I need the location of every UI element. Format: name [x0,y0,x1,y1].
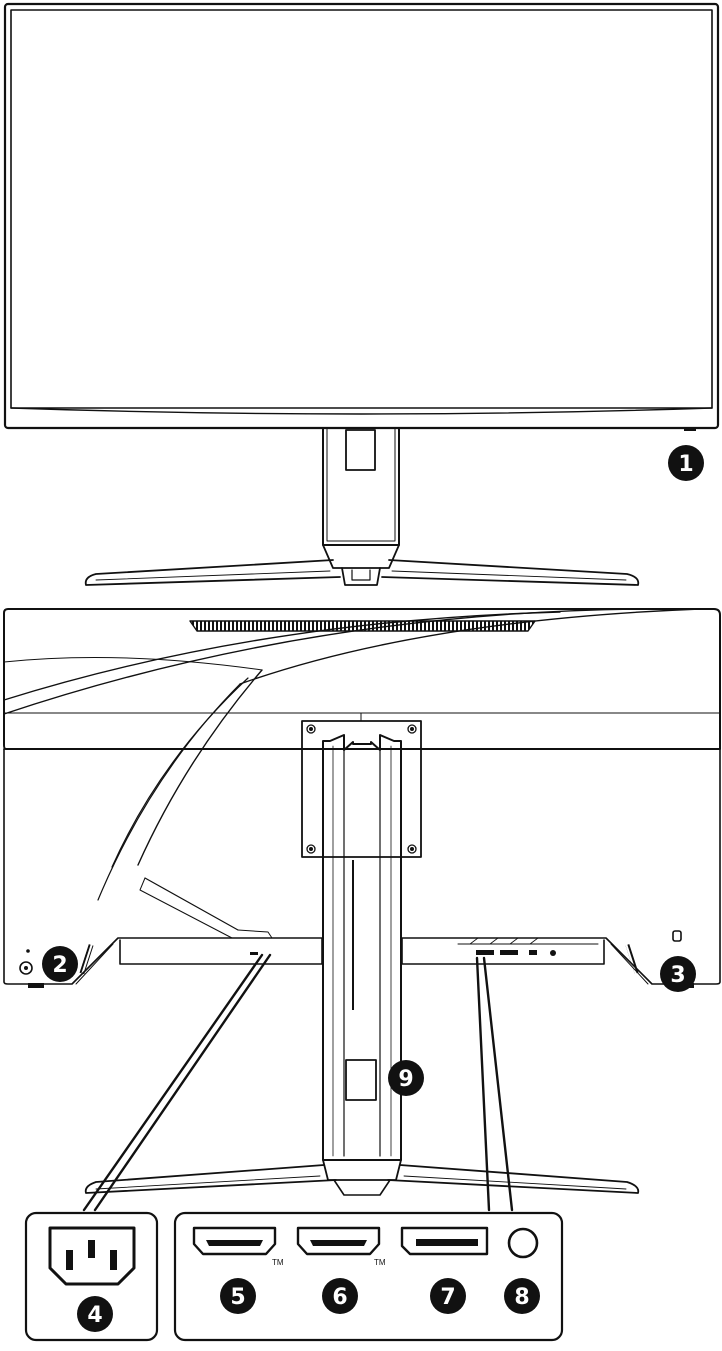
rear-view-monitor [3,608,721,1212]
callout-9: 9 [388,1060,424,1096]
callout-4-number: 4 [87,1303,102,1328]
kensington-lock-icon [672,930,682,942]
hdmi-1-trademark: TM [272,1258,284,1267]
front-screen [10,9,713,409]
connector-panel [24,1211,564,1342]
front-bezel [3,2,720,430]
callout-2-number: 2 [52,953,67,978]
ac-power-inlet-icon [48,1226,136,1286]
callout-3: 3 [660,956,696,992]
rear-stand-leg-left [84,1164,337,1194]
callout-4: 4 [77,1296,113,1332]
callout-3-number: 3 [670,963,685,988]
rear-stand-neck [322,734,402,1161]
callout-1: 1 [668,445,704,481]
front-power-button-icon [684,427,696,431]
left-rear-button-icon [19,949,33,975]
callout-9-number: 9 [398,1067,413,1092]
audio-jack-icon [507,1227,539,1259]
io-ports-box [173,1211,564,1342]
leader-io-ports [475,956,514,1212]
callout-1-number: 1 [678,452,693,477]
hdmi-port-icon [296,1226,381,1256]
bottom-chin [10,407,713,415]
callout-8: 8 [504,1278,540,1314]
displayport-icon [400,1226,489,1256]
callout-2: 2 [42,946,78,982]
front-stand-leg-right [381,559,640,586]
callout-5: 5 [220,1278,256,1314]
callout-7-number: 7 [440,1285,455,1310]
callout-7: 7 [430,1278,466,1314]
leader-power-jack [82,953,272,1212]
front-view-monitor [3,2,720,586]
hdmi-port-icon [192,1226,277,1256]
rear-stand-leg-right [387,1164,640,1194]
hdmi-2-trademark: TM [374,1258,386,1267]
callout-5-number: 5 [230,1285,245,1310]
front-stand-leg-left [84,559,341,586]
callout-6: 6 [322,1278,358,1314]
front-stand-neck [322,427,400,546]
callout-6-number: 6 [332,1285,347,1310]
power-jack-box [24,1211,159,1342]
callout-8-number: 8 [514,1285,529,1310]
vesa-mount-plate [301,720,422,858]
